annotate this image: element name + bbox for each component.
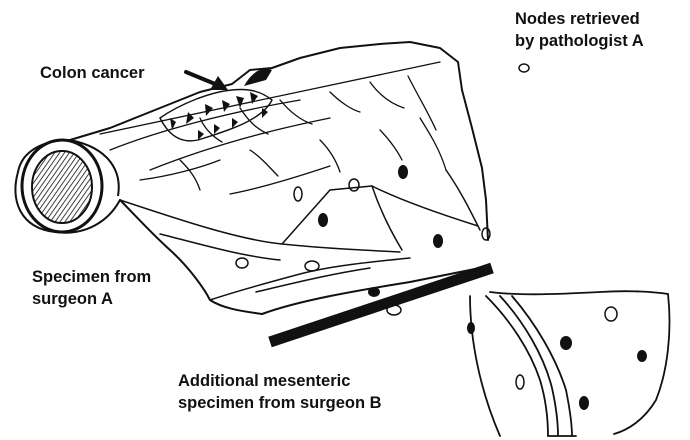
mesenteric-vessels — [120, 170, 480, 300]
bowel-wall-texture — [100, 62, 446, 194]
nodes-retrieved-label: Nodes retrieved by pathologist A — [515, 8, 644, 52]
nodes-retrieved-line-2: by pathologist A — [515, 30, 644, 52]
specimen-b-line-2: specimen from surgeon B — [178, 392, 382, 414]
specimen-a-line-2: surgeon A — [32, 288, 151, 310]
colon-cancer-arrow — [186, 72, 228, 90]
resection-cut-line — [270, 268, 492, 342]
mesenteric-specimen-b-outline — [470, 291, 670, 436]
specimen-b-label: Additional mesenteric specimen from surg… — [178, 370, 382, 414]
nodes-retrieved-line-1: Nodes retrieved — [515, 8, 644, 30]
specimen-a-label: Specimen from surgeon A — [32, 266, 151, 310]
specimen-b-line-1: Additional mesenteric — [178, 370, 382, 392]
colon-cancer-label-text: Colon cancer — [40, 62, 145, 84]
colon-cancer-label: Colon cancer — [40, 62, 145, 84]
specimen-a-line-1: Specimen from — [32, 266, 151, 288]
